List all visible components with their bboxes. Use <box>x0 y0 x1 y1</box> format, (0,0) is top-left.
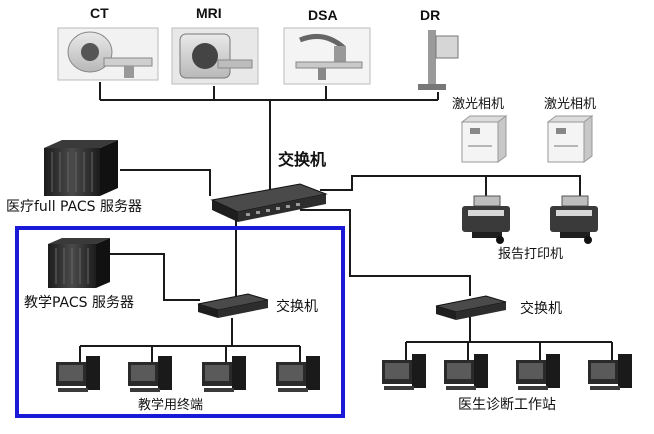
laser-camera-label: 激光相机 <box>452 97 505 112</box>
laser-camera-label: 激光相机 <box>544 97 597 112</box>
laser-camera-left-icon <box>460 115 508 163</box>
diagnosis-workstation-icon <box>588 354 632 390</box>
full-pacs-server-label: 医疗full PACS 服务器 <box>6 199 143 215</box>
teaching-terminal-icon <box>202 356 246 392</box>
line-teaching-server <box>106 253 200 301</box>
line-to-diagnosis-switch <box>300 209 471 296</box>
mri-scanner-icon <box>171 27 259 85</box>
main-switch-icon <box>210 183 328 222</box>
dsa-machine-icon <box>283 27 371 85</box>
line-full-pacs <box>120 169 211 196</box>
main-switch-label: 交换机 <box>278 150 327 169</box>
dr-machine-icon <box>418 30 459 90</box>
teaching-terminal-icon <box>56 356 100 392</box>
diagnosis-switch-icon <box>435 295 507 320</box>
laser-camera-right-icon <box>546 115 594 163</box>
diagnosis-switch-label: 交换机 <box>520 301 562 317</box>
report-printer-label: 报告打印机 <box>498 247 564 262</box>
dsa-label: DSA <box>308 7 338 23</box>
diagnosis-workstations-label: 医生诊断工作站 <box>458 397 556 413</box>
dr-label: DR <box>420 7 441 23</box>
full-pacs-server-icon <box>44 140 118 196</box>
teaching-terminal-icon <box>276 356 320 392</box>
diagnosis-workstation-icon <box>382 354 426 390</box>
report-printer-right-icon <box>550 195 598 244</box>
teaching-terminals-label: 教学用终端 <box>138 398 204 413</box>
teaching-pacs-server-label: 教学PACS 服务器 <box>24 295 134 311</box>
diagnosis-workstation-icon <box>516 354 560 390</box>
report-printer-left-icon <box>462 195 510 244</box>
teaching-zone-frame <box>15 226 345 418</box>
teaching-terminal-icon <box>128 356 172 392</box>
diagnosis-workstation-icon <box>444 354 488 390</box>
ct-label: CT <box>90 5 109 21</box>
teaching-switch-icon <box>197 293 269 318</box>
teaching-pacs-server-icon <box>48 238 110 288</box>
teaching-switch-label: 交换机 <box>276 299 318 315</box>
line-switch-to-printers <box>320 175 581 214</box>
ct-scanner-icon <box>57 27 159 81</box>
connection-lines <box>79 82 613 362</box>
mri-label: MRI <box>196 5 222 21</box>
